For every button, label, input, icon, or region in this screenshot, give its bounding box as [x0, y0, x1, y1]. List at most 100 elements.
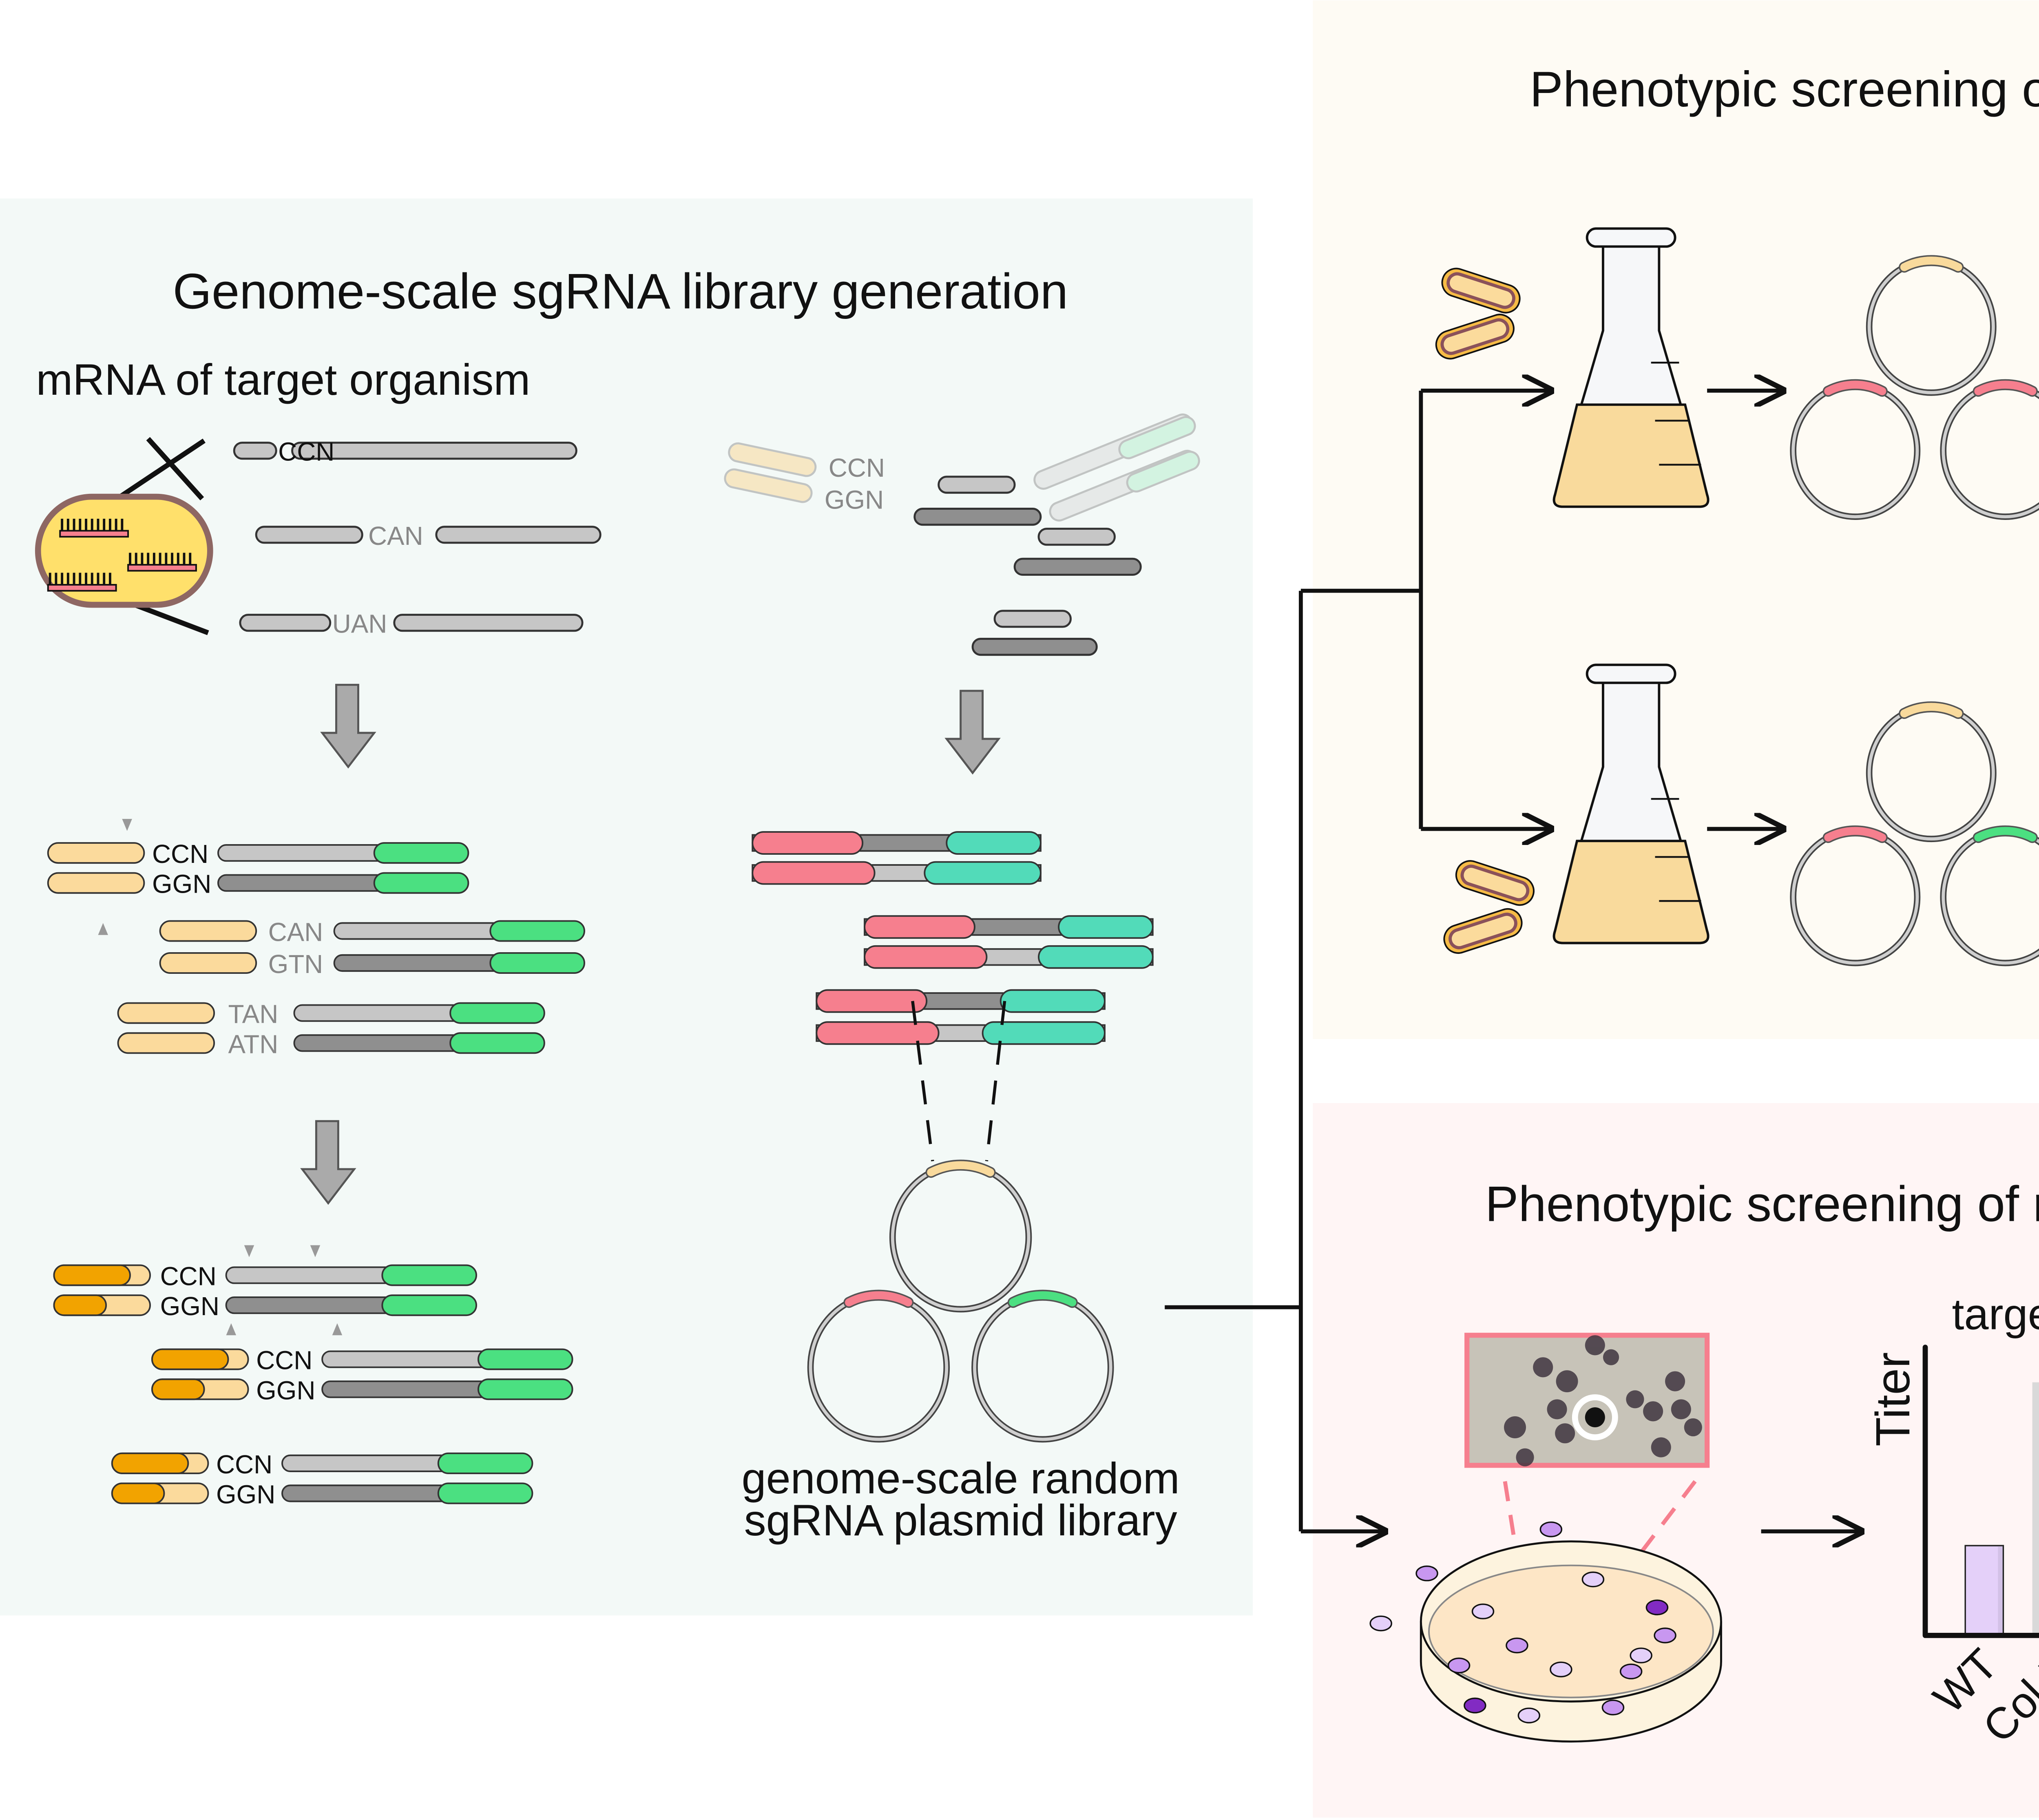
promoter: [816, 989, 928, 1013]
plasmid-insert: [1900, 257, 1962, 271]
site-label: CCN: [152, 839, 208, 869]
colony: [1619, 1663, 1643, 1680]
fragment-row: TAN: [117, 1000, 545, 1029]
scaffold: [1038, 945, 1154, 969]
bacteria-icons: [1435, 268, 1535, 954]
top-panel-title: Phenotypic screening of essential genes …: [1530, 61, 2039, 117]
adapter-filled: [151, 1378, 205, 1400]
scaffold-segment: [437, 1452, 533, 1474]
adapter-filled: [111, 1482, 165, 1504]
colony-photo: [1464, 1333, 1710, 1468]
sgrna-cassette: [816, 1021, 1106, 1045]
scaffold-segment: [477, 1348, 573, 1370]
insert-zoom-lines: [911, 1001, 1006, 1161]
scaffold-segment: [489, 952, 585, 974]
colony: [1447, 1657, 1471, 1674]
promoter: [752, 861, 876, 885]
mrna-site-ccn: CCN: [278, 437, 334, 467]
site-label: CCN: [160, 1262, 217, 1291]
library-plasmid-red: [807, 1289, 950, 1443]
graduation-marks: [1651, 362, 1701, 466]
scaffold: [1058, 915, 1154, 939]
short-fragments: [913, 475, 1142, 656]
plasmid-yellow: [1866, 255, 1997, 396]
bar-shade: [1998, 1546, 2003, 1636]
plasmid-insert: [1009, 1291, 1077, 1307]
adapter: [117, 1032, 215, 1054]
scaffold-segment: [373, 842, 469, 864]
sgrna-cassette: [816, 989, 1106, 1013]
colony: [1517, 1707, 1541, 1724]
sgrna-cassette: [864, 915, 1154, 939]
colony: [1369, 1615, 1392, 1632]
plasmid-red: [1790, 379, 1921, 520]
sgrna-cassette: [752, 861, 1042, 885]
adapter-filled: [53, 1294, 107, 1316]
colony: [1601, 1699, 1625, 1716]
sgrna-cassettes: [752, 831, 1154, 1045]
scaffold: [982, 1021, 1106, 1045]
site-label: ATN: [228, 1029, 278, 1059]
library-plasmid-yellow: [889, 1159, 1032, 1313]
plasmid-library-icon: [807, 1159, 1114, 1443]
colony: [1471, 1603, 1495, 1619]
adapter: [159, 952, 257, 974]
plasmid-red: [1940, 379, 2039, 520]
flask-neck-rim: [1586, 227, 1676, 248]
plasmid-insert: [927, 1161, 995, 1176]
scaffold-segment: [381, 1294, 477, 1316]
plasmid-insert: [1974, 380, 2037, 396]
scaffold-segment: [449, 1032, 545, 1054]
site-label: CCN: [256, 1346, 312, 1375]
colony: [1539, 1521, 1563, 1537]
promoter: [752, 831, 864, 855]
bacterium-icon: [1443, 908, 1523, 954]
target-gene-label: target gene: [1952, 1289, 2039, 1339]
mrna-strands: [233, 442, 602, 632]
fragment-row: CCN: [111, 1450, 533, 1479]
plasmid-yellow: [1866, 701, 1997, 843]
bacterium-icon: [1435, 314, 1515, 360]
culture-plasmids: [1790, 255, 2039, 966]
site-label: CCN: [216, 1450, 272, 1479]
site-label: GTN: [268, 949, 323, 979]
faded-ccn: CCN: [829, 453, 885, 482]
promoter: [816, 1021, 940, 1045]
fragment-row: GGN: [111, 1480, 533, 1509]
flow-arrows: [1707, 391, 2039, 829]
bacterium-icon: [1455, 860, 1535, 906]
bar-wt: [1964, 1545, 2004, 1636]
scaffold-segment: [373, 872, 469, 894]
scaffold-segment: [489, 920, 585, 942]
colony: [1645, 1599, 1669, 1616]
left-panel-title: Genome-scale sgRNA library generation: [173, 263, 1068, 319]
colony: [1654, 1628, 1676, 1643]
fragment-row: CAN: [159, 918, 585, 947]
mrna-site-uan: UAN: [332, 609, 387, 639]
axis-lines: [1922, 1345, 2039, 1638]
site-label: CAN: [268, 918, 323, 947]
scaffold-segment: [381, 1264, 477, 1286]
site-label: GGN: [256, 1376, 315, 1405]
plasmid-insert: [1824, 380, 1886, 396]
scaffold: [924, 861, 1042, 885]
plasmid-red: [1790, 825, 1921, 966]
fragment-row: CCN: [151, 1346, 573, 1375]
petri-dish-icon: [1369, 1521, 1722, 1743]
fragment-row: CCN: [53, 1262, 477, 1291]
faded-ggn: GGN: [825, 485, 884, 514]
faded-fragments: [724, 413, 1200, 522]
plasmid-insert: [1824, 827, 1886, 842]
nick-marker-icons: [98, 819, 343, 1336]
adapter-filled: [151, 1348, 229, 1370]
fragment-row: GGN: [151, 1376, 573, 1405]
plasmid-green: [1940, 825, 2039, 966]
erlenmeyer-flask-icon: [1552, 663, 1709, 944]
plasmid-insert: [1900, 703, 1962, 718]
fragment-row: GGN: [47, 869, 469, 899]
colony: [1550, 1661, 1572, 1678]
scaffold-segment: [477, 1378, 573, 1400]
y-axis-label: Titer: [1866, 1352, 1920, 1446]
